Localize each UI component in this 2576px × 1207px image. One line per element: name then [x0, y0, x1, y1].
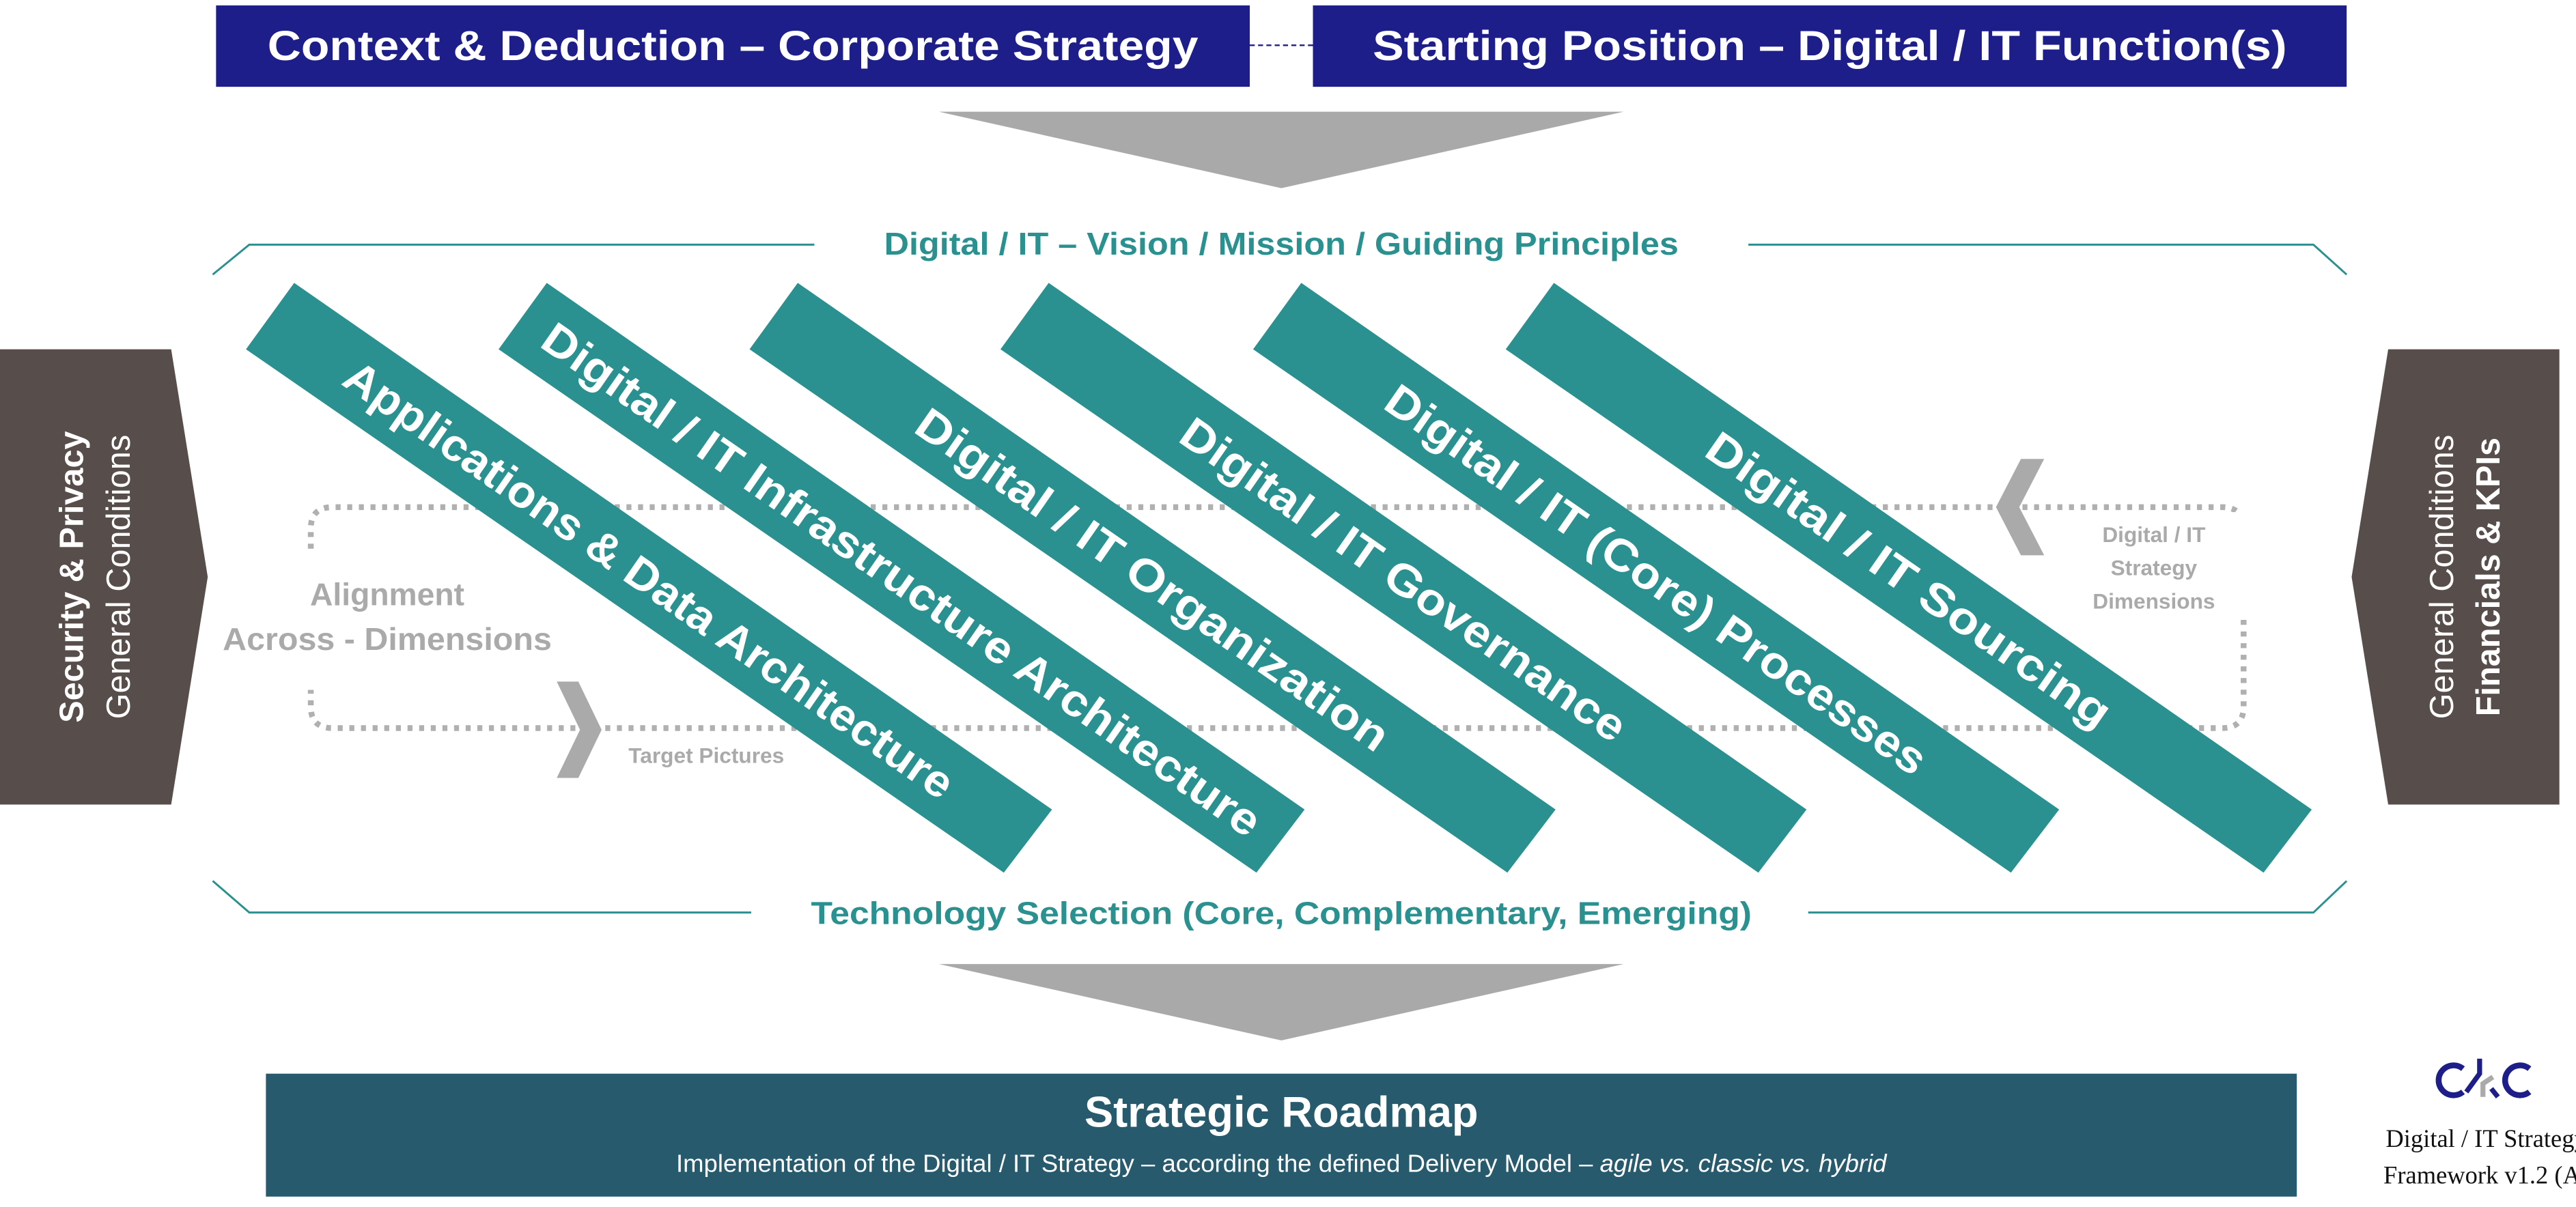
top-bracket-right: [1748, 243, 2348, 276]
context-box-label: Context & Deduction – Corporate Strategy: [268, 23, 1199, 69]
right-panel-financials: General Conditions Financials & KPIs: [2351, 349, 2560, 805]
roadmap-subtitle-text: Implementation of the Digital / IT Strat…: [676, 1149, 1600, 1177]
roadmap-title: Strategic Roadmap: [1084, 1089, 1479, 1137]
bottom-bracket-right: [1808, 880, 2348, 914]
starting-position-label: Starting Position – Digital / IT Functio…: [1373, 23, 2286, 69]
roadmap-subtitle-italic: agile vs. classic vs. hybrid: [1600, 1149, 1888, 1177]
strategy-dimensions-line2: Strategy: [2111, 556, 2198, 580]
right-panel-label: General Conditions: [2424, 435, 2461, 720]
alignment-label-line1: Alignment: [310, 576, 464, 612]
left-panel-bold-label: Security & Privacy: [54, 431, 91, 722]
context-box: Context & Deduction – Corporate Strategy: [216, 5, 1250, 87]
chevron-left-icon: [1996, 459, 2045, 556]
dimension-label: Digital / IT Governance: [1171, 408, 1636, 752]
down-arrow-top: [938, 111, 1624, 188]
target-pictures-label: Target Pictures: [628, 743, 784, 768]
alignment-label-bg: [216, 556, 565, 674]
strategy-dimensions-line1: Digital / IT: [2102, 522, 2205, 547]
down-arrow-bottom: [938, 964, 1624, 1041]
starting-position-box: Starting Position – Digital / IT Functio…: [1313, 5, 2347, 87]
target-pictures-bg: [608, 735, 808, 768]
left-panel-label: General Conditions: [100, 435, 137, 720]
vision-mission-label: Digital / IT – Vision / Mission / Guidin…: [884, 226, 1679, 261]
top-bracket-left: [212, 243, 815, 276]
ckc-logo: Digital / IT Strategy Framework v1.2 (A): [2383, 1058, 2576, 1189]
alignment-label-line2: Across - Dimensions: [223, 621, 552, 657]
left-panel-security: Security & Privacy General Conditions: [0, 349, 208, 805]
strategy-dimensions-line3: Dimensions: [2092, 588, 2215, 613]
strategy-dimensions-bg: [2077, 512, 2260, 616]
logo-line1: Digital / IT Strategy: [2385, 1124, 2576, 1152]
logo-line2: Framework v1.2 (A): [2383, 1161, 2576, 1189]
strategic-roadmap-box: Strategic Roadmap Implementation of the …: [266, 1073, 2297, 1197]
technology-selection-label: Technology Selection (Core, Complementar…: [811, 896, 1752, 931]
chevron-right-icon: [557, 681, 602, 778]
bottom-bracket-left: [212, 880, 751, 914]
roadmap-subtitle: Implementation of the Digital / IT Strat…: [676, 1149, 1888, 1177]
right-panel-bold-label: Financials & KPIs: [2470, 438, 2507, 716]
